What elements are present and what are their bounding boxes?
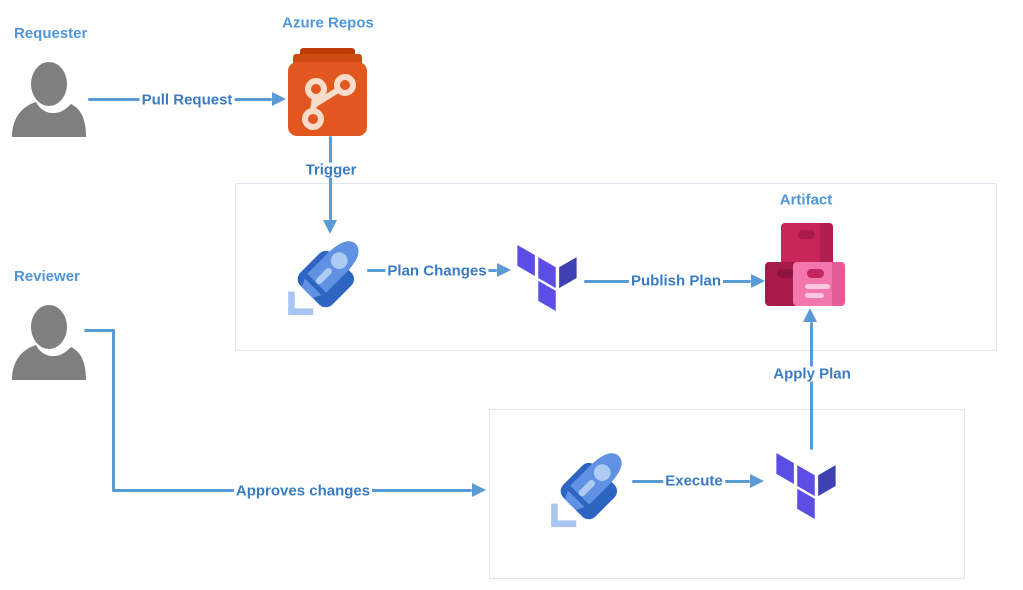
requester-label: Requester <box>14 25 88 42</box>
trigger-edge-label: Trigger <box>303 161 359 179</box>
plan-changes-edge-label: Plan Changes <box>385 262 489 280</box>
apply-plan-arrowhead <box>803 308 817 322</box>
publish-plan-arrowhead <box>751 274 765 288</box>
artifact-label: Artifact <box>779 191 833 209</box>
plan-stage-box <box>235 183 997 351</box>
apply-plan-edge-label: Apply Plan <box>771 365 853 383</box>
terraform-icon <box>517 245 577 311</box>
apply-plan-arrow-line <box>810 322 813 450</box>
azure-repos-icon <box>288 48 367 136</box>
azure-repos-label: Azure Repos <box>282 14 374 32</box>
execute-edge-label: Execute <box>663 472 725 490</box>
azure-pipelines-icon <box>551 453 622 528</box>
git-branch-glyph <box>302 74 356 130</box>
pull-request-arrowhead <box>272 92 286 106</box>
approves-changes-line-seg1 <box>84 329 115 332</box>
publish-plan-edge-label: Publish Plan <box>628 272 724 290</box>
plan-changes-arrowhead <box>497 263 511 277</box>
azure-pipelines-icon <box>288 241 359 316</box>
person-icon <box>12 62 86 137</box>
artifact-icon <box>765 223 845 306</box>
approves-changes-arrowhead <box>472 483 486 497</box>
execute-arrowhead <box>750 474 764 488</box>
approves-changes-edge-label: Approves changes <box>233 482 373 500</box>
approves-changes-line-seg2 <box>112 329 115 492</box>
trigger-arrow-line <box>329 136 332 220</box>
pull-request-edge-label: Pull Request <box>139 91 235 109</box>
reviewer-label: Reviewer <box>14 268 80 285</box>
person-icon <box>12 305 86 380</box>
trigger-arrowhead <box>323 220 337 234</box>
terraform-icon <box>776 453 836 519</box>
